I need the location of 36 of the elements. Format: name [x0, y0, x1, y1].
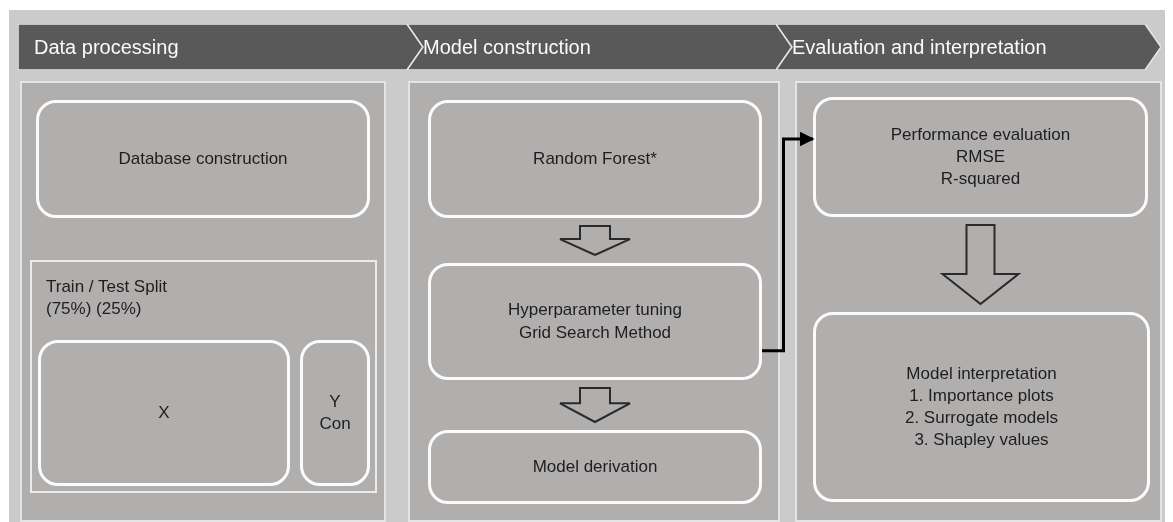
box-label: 2. Surrogate models — [904, 407, 1059, 429]
stage-banner — [18, 24, 423, 70]
stage-panel — [408, 81, 780, 522]
process-box — [38, 340, 290, 486]
process-box — [813, 97, 1148, 217]
process-box — [300, 340, 370, 486]
stage-banner — [776, 24, 1161, 70]
box-label: Database construction — [118, 147, 288, 170]
box-label: Random Forest* — [533, 147, 657, 170]
stage-panel — [20, 81, 386, 522]
process-box — [36, 100, 370, 218]
box-label: 1. Importance plots — [909, 384, 1054, 407]
box-label: RMSE — [955, 145, 1006, 168]
box-label: Model derivation — [532, 455, 658, 478]
box-label: X — [158, 401, 170, 424]
stage-title: Evaluation and interpretation — [791, 35, 1047, 60]
split-group-box — [30, 260, 377, 493]
process-box — [428, 430, 762, 504]
block-arrow — [559, 387, 631, 424]
stage-panel — [795, 81, 1162, 522]
box-label: Model interpretation — [906, 362, 1057, 385]
box-label: R-squared — [940, 168, 1021, 191]
box-label: Y Con — [318, 390, 352, 435]
box-label: 3. Shapley values — [914, 429, 1049, 452]
stage-banner — [407, 24, 792, 70]
process-box — [813, 312, 1150, 502]
block-arrow — [559, 225, 631, 257]
block-arrow — [939, 224, 1022, 306]
box-label: Train / Test Split (75%) (25%) — [46, 276, 168, 321]
box-label: Performance evaluation — [890, 123, 1071, 146]
process-box — [428, 100, 762, 218]
stage-title: Model construction — [422, 35, 591, 60]
stage-title: Data processing — [33, 35, 179, 60]
process-box — [428, 263, 762, 380]
box-label: Hyperparameter tuning Grid Search Method — [507, 299, 683, 344]
elbow-arrow — [762, 131, 815, 353]
